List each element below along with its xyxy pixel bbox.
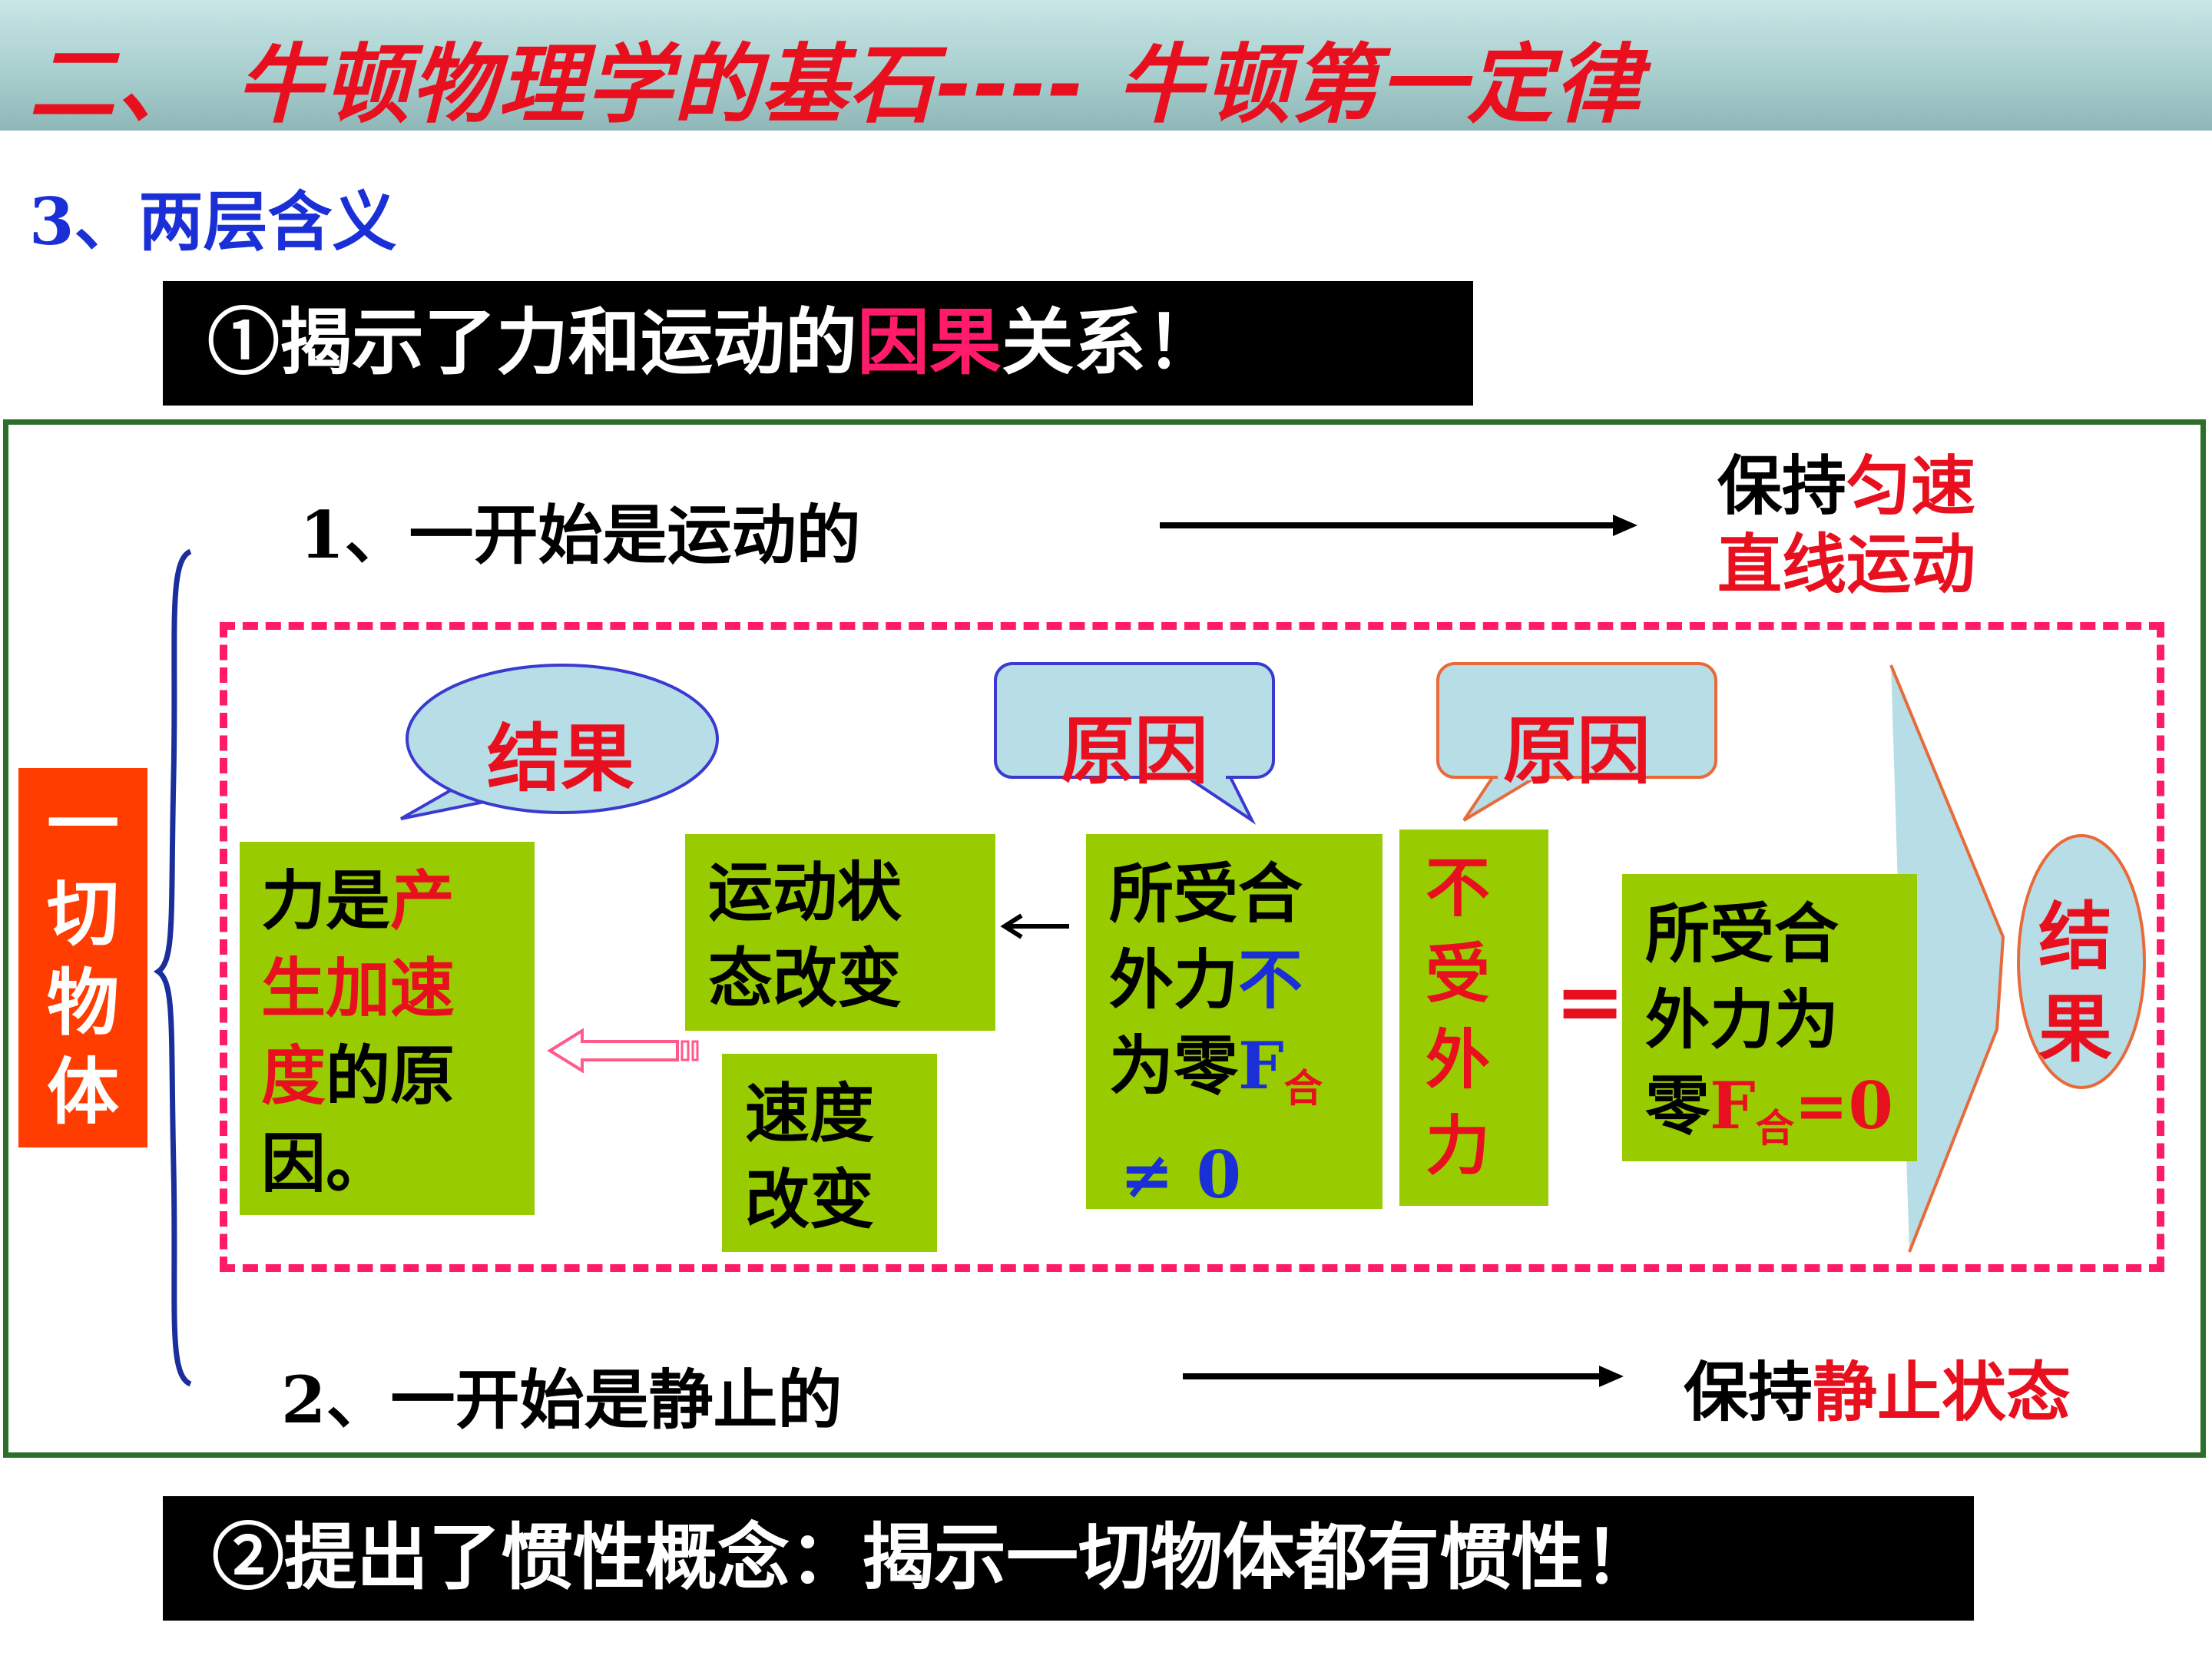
section-title: 3、两层含义 bbox=[29, 184, 397, 260]
case-1-result-uniform: 匀速 bbox=[1846, 448, 1976, 524]
case-2-result-keep: 保持 bbox=[1684, 1354, 1813, 1430]
header-bar bbox=[0, 0, 2212, 131]
force-cause-t2: 产 bbox=[390, 863, 455, 939]
force-cause-t5: 的原 bbox=[326, 1038, 455, 1114]
diagram-frame bbox=[3, 419, 2206, 1458]
motion-state-line2: 态改变 bbox=[708, 940, 902, 1016]
case-1-result-linear: 直线运动 bbox=[1717, 526, 1976, 602]
motion-state-box: 运动状 态改变 bbox=[685, 834, 995, 1031]
case-1-label: 1、一开始是运动的 bbox=[300, 497, 861, 573]
case-1-result: 保持匀速 直线运动 bbox=[1717, 447, 1975, 604]
speed-change-line2: 改变 bbox=[745, 1161, 875, 1237]
net-force-zero-line3c: 合 bbox=[1755, 1105, 1795, 1151]
result-bubble-left bbox=[400, 664, 719, 820]
hollow-arrow-left bbox=[547, 1028, 699, 1074]
net-force-zero-line1: 所受合 bbox=[1645, 896, 1839, 972]
result-bubble-left-text: 结果 bbox=[487, 715, 634, 802]
net-force-nonzero-line2a: 外力 bbox=[1109, 942, 1239, 1018]
net-force-nonzero-line1: 所受合 bbox=[1109, 856, 1303, 932]
force-cause-t4: 度 bbox=[261, 1038, 326, 1114]
force-cause-t1: 力是 bbox=[261, 863, 391, 939]
meaning-1-prefix: ①揭示了力和运动的 bbox=[207, 300, 858, 385]
net-force-nonzero-line2b: 不 bbox=[1238, 942, 1303, 1018]
case-1-arrow bbox=[1160, 515, 1637, 536]
result-bubble-right bbox=[1889, 664, 2146, 1253]
net-force-nonzero-line4: ≠ 0 bbox=[1120, 1136, 1242, 1213]
net-force-zero-line2: 外力为 bbox=[1645, 982, 1839, 1058]
meaning-2-text: ②提出了惯性概念：揭示一切物体都有惯性！ bbox=[212, 1515, 1657, 1600]
result-bubble-right-text: 结果 bbox=[2038, 893, 2112, 1072]
subject-text: 一切物体 bbox=[46, 783, 119, 1134]
dashed-region bbox=[220, 622, 2164, 1272]
speed-change-box: 速度 改变 bbox=[722, 1054, 937, 1252]
net-force-nonzero-line3a: 为零 bbox=[1109, 1028, 1239, 1104]
net-force-nonzero-line3b: F bbox=[1238, 1028, 1284, 1104]
left-brace bbox=[154, 548, 192, 1387]
net-force-zero-line3b: F bbox=[1710, 1068, 1756, 1144]
no-force-box: 不受外力 bbox=[1399, 830, 1548, 1206]
meaning-2-bar: ②提出了惯性概念：揭示一切物体都有惯性！ bbox=[163, 1496, 1974, 1621]
net-force-nonzero-line3c: 合 bbox=[1283, 1065, 1323, 1111]
speed-change-line1: 速度 bbox=[745, 1075, 875, 1151]
net-force-zero-line3a: 零 bbox=[1645, 1068, 1710, 1144]
equals-sign: = bbox=[1555, 952, 1626, 1051]
case-2-result-rest: 静止状态 bbox=[1813, 1354, 2071, 1430]
force-cause-t6: 因。 bbox=[261, 1125, 391, 1201]
case-2-label: 2、一开始是静止的 bbox=[281, 1362, 843, 1438]
subject-box: 一切物体 bbox=[18, 768, 147, 1147]
net-force-zero-box: 所受合 外力为 零F合=0 bbox=[1622, 874, 1917, 1161]
case-2-result: 保持静止状态 bbox=[1684, 1341, 2071, 1434]
net-force-zero-line3d: =0 bbox=[1794, 1068, 1893, 1144]
slide-title: 二、 牛顿物理学的基石---- 牛顿第一定律 bbox=[29, 35, 1642, 135]
motion-state-line1: 运动状 bbox=[708, 854, 902, 930]
no-force-text: 不受外力 bbox=[1426, 849, 1491, 1184]
net-force-nonzero-box: 所受合 外力不 为零F合 ≠ 0 bbox=[1086, 834, 1382, 1213]
meaning-1-bar: ①揭示了力和运动的因果关系！ bbox=[163, 281, 1473, 406]
cause-bubble-right-text: 原因 bbox=[1503, 707, 1651, 794]
force-cause-t3: 生加速 bbox=[261, 950, 455, 1026]
small-arrow-left bbox=[1000, 913, 1069, 939]
cause-bubble-mid-text: 原因 bbox=[1061, 707, 1208, 794]
force-cause-box: 力是产 生加速 度的原 因。 bbox=[240, 842, 535, 1215]
meaning-1-highlight: 因果 bbox=[857, 300, 1002, 385]
cause-bubble-mid bbox=[994, 662, 1275, 825]
case-1-result-keep: 保持 bbox=[1717, 448, 1847, 524]
cause-bubble-right bbox=[1436, 662, 1717, 822]
case-2-arrow bbox=[1183, 1366, 1624, 1387]
meaning-1-suffix: 关系！ bbox=[1002, 300, 1219, 385]
